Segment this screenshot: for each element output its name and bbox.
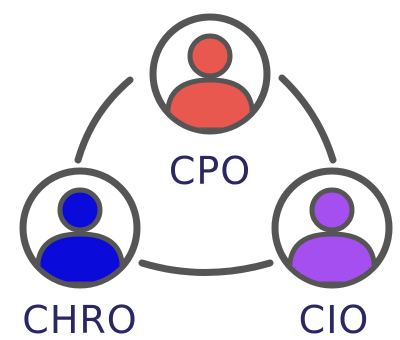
node-chro: [19, 167, 141, 289]
person-icon: [35, 187, 125, 283]
node-label-chro: CHRO: [22, 298, 137, 340]
connector-chro-cio: [138, 259, 274, 276]
node-label-cio: CIO: [299, 298, 370, 340]
node-label-cpo: CPO: [169, 149, 251, 193]
connector-cpo-chro: [74, 76, 134, 164]
node-cio: [271, 167, 393, 289]
person-icon: [287, 187, 377, 283]
node-cpo: [149, 13, 271, 135]
person-icon: [165, 33, 255, 129]
connector-cpo-cio: [278, 74, 337, 164]
